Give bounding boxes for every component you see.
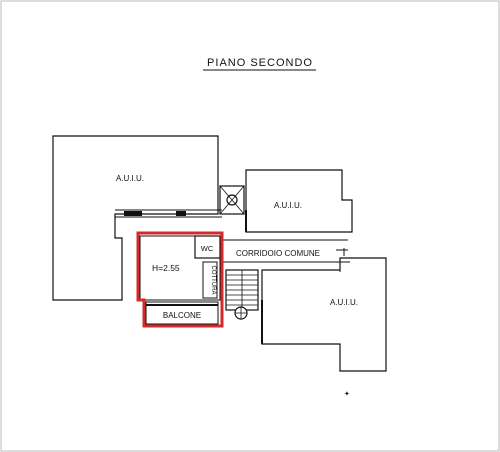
corridor-walls — [222, 239, 350, 272]
staircase — [225, 269, 259, 311]
shaft — [219, 185, 245, 215]
unit-bottom-right-outline — [261, 257, 387, 372]
corridor-detail — [336, 248, 348, 256]
cottura-label: COTTURA — [210, 266, 216, 295]
unit-label-top-left: A.U.I.U. — [116, 174, 144, 183]
shaft-symbol — [226, 194, 238, 206]
highlight-outline — [136, 231, 224, 328]
unit-label-bottom-right: A.U.I.U. — [330, 298, 358, 307]
balcony — [145, 301, 219, 325]
balcony-label: BALCONE — [163, 311, 201, 320]
unit-label-top-right: A.U.I.U. — [274, 201, 302, 210]
height-label: H=2.55 — [152, 263, 180, 273]
cottura-area — [202, 261, 218, 299]
wall-segment — [124, 211, 142, 216]
north-mark: ✦ — [344, 390, 350, 398]
wc-label: WC — [201, 244, 214, 253]
stair-symbol-cross — [235, 307, 247, 319]
wall-segment — [176, 211, 186, 216]
corridor-label: CORRIDOIO COMUNE — [236, 249, 320, 258]
wall-band — [115, 209, 222, 218]
unit-top-left-outline — [52, 135, 219, 301]
wc-room — [194, 235, 221, 259]
plan-title: PIANO SECONDO — [207, 57, 313, 69]
apartment-interior — [139, 235, 221, 301]
shaft-cross — [219, 185, 245, 215]
